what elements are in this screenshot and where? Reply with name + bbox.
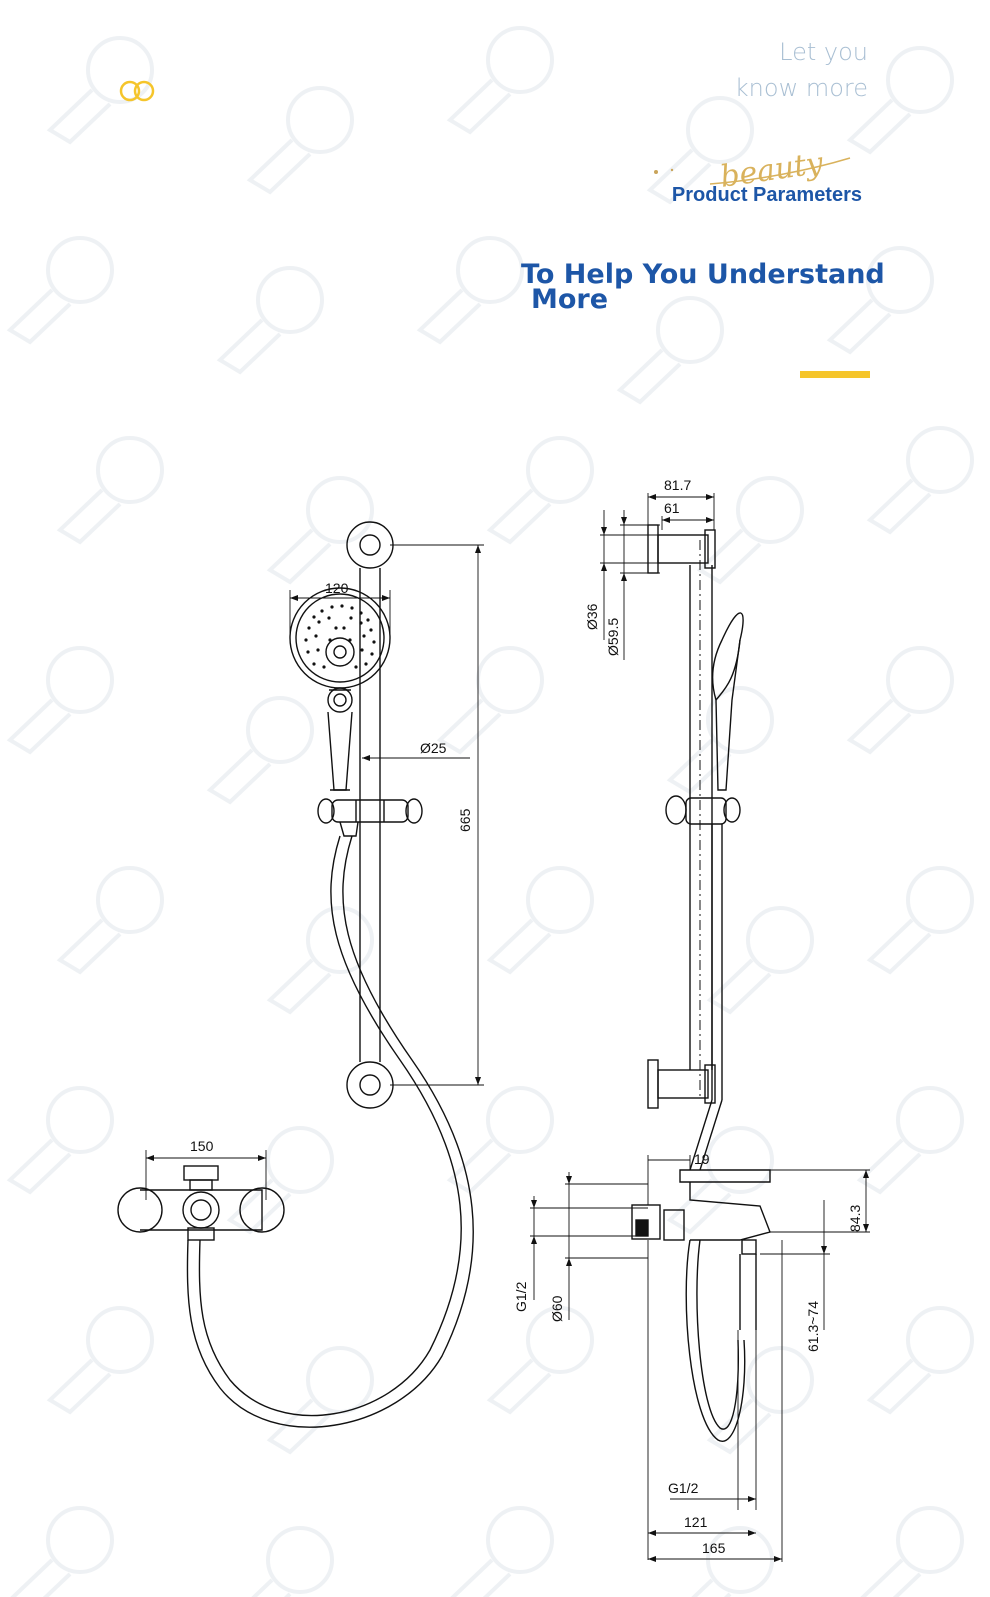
dim-bracket-offset: 61 <box>664 500 680 516</box>
headline-line-2: More <box>531 284 609 315</box>
dim-bar-length: 665 <box>457 808 473 832</box>
shower-hose-front <box>186 835 474 1428</box>
slide-bar-side <box>647 524 716 1109</box>
interlocking-rings-icon <box>119 80 155 102</box>
dim-handle-diameter: Ø25 <box>420 740 447 756</box>
dim-bracket-d1: Ø36 <box>584 603 600 630</box>
script-signature-logo: beauty <box>654 146 851 195</box>
dim-inlet-thread: G1/2 <box>513 1281 529 1312</box>
dim-bracket-d2: Ø59.5 <box>605 618 621 656</box>
dim-head-width: 120 <box>325 580 349 596</box>
shower-head-side <box>711 612 744 791</box>
tagline: Let you know more <box>735 34 868 106</box>
headline-line-1: To Help You Understand <box>521 259 885 290</box>
mixer-front <box>117 1165 285 1241</box>
dim-outlet-thread: G1/2 <box>668 1480 699 1496</box>
dim-total-reach: 165 <box>702 1540 726 1556</box>
dim-bracket-depth: 81.7 <box>664 477 691 493</box>
page-title: To Help You Understand More <box>521 259 885 315</box>
section-label: Product Parameters <box>671 184 862 206</box>
accent-bar <box>800 371 870 378</box>
dim-mixer-height: 84.3 <box>847 1205 863 1232</box>
tagline-line-2: know more <box>734 74 868 102</box>
tagline-line-1: Let you <box>779 38 868 66</box>
slider-holder-front <box>317 798 423 837</box>
technical-drawing: 120 Ø25 665 150 81.7 61 Ø36 Ø59.5 19 84.… <box>117 477 870 1562</box>
dim-spout-reach: 121 <box>684 1514 708 1530</box>
mixer-side <box>631 1099 771 1442</box>
slider-holder-side <box>665 795 741 1100</box>
dim-mixer-width: 150 <box>190 1138 214 1154</box>
shower-head-front <box>289 587 391 791</box>
dim-escutcheon-diameter: Ø60 <box>549 1295 565 1322</box>
dim-wall-gap: 19 <box>694 1151 710 1167</box>
slide-bar-front <box>346 521 394 1109</box>
spray-nozzles <box>304 604 376 669</box>
dim-spout-drop: 61.3~74 <box>805 1301 821 1352</box>
